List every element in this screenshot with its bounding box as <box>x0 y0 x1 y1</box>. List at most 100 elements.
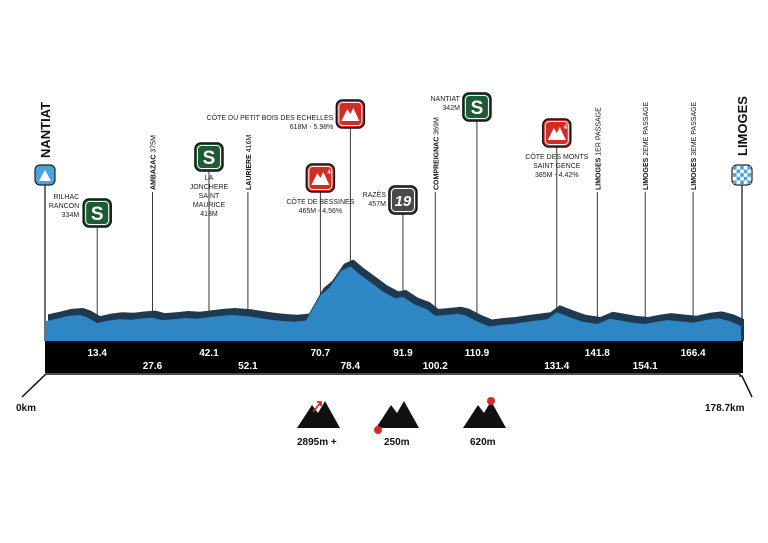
finish-km-label: 178.7km <box>705 403 745 414</box>
marker-text: MAURICE <box>193 202 226 209</box>
legend-min-altitude: 250m <box>374 401 419 448</box>
marker-text: SAINT GENCE <box>533 163 581 170</box>
checker-square <box>747 180 751 184</box>
km-label: 13.4 <box>87 348 107 359</box>
max-altitude-icon <box>463 401 506 428</box>
marker-text: RANCON <box>49 203 79 210</box>
marker-text: NANTIAT <box>430 96 460 103</box>
max-altitude-dot <box>487 397 495 405</box>
climb-category: 4 <box>564 125 568 131</box>
min-altitude-value: 250m <box>384 437 410 448</box>
axis-bracket <box>21 373 753 398</box>
mountain-icon <box>311 172 330 185</box>
marker-vertical: LIMOGES1ER PASSAGE <box>595 107 602 190</box>
checker-square <box>743 176 748 181</box>
place-label: LIMOGES3EME PASSAGE <box>691 101 698 190</box>
checker-square <box>740 166 744 170</box>
climb-category: 4 <box>327 170 331 176</box>
marker-text: CÔTE DES MONTS <box>525 152 588 161</box>
marker-text: 618M - 5.98% <box>290 124 334 131</box>
place-label: LIMOGES1ER PASSAGE <box>595 107 602 190</box>
sprint-badge <box>462 92 492 122</box>
sprint-s-icon: S <box>471 98 484 119</box>
marker-text: LA <box>205 175 214 182</box>
km-label: 166.4 <box>681 348 706 359</box>
place-label: COMPREIGNAC 369M <box>433 117 440 190</box>
badge-inner-ring <box>390 188 415 212</box>
distance-labels: 13.427.642.152.170.778.491.9100.2110.913… <box>87 348 706 372</box>
marker-text: 465M - 4.56% <box>299 208 343 215</box>
marker-text: 342M <box>442 105 460 112</box>
start-marker: NANTIAT <box>34 102 56 186</box>
badge-inner-ring <box>464 95 489 119</box>
mountain-icon <box>547 127 566 140</box>
checker-square <box>733 166 737 170</box>
start-name: NANTIAT <box>38 102 53 158</box>
route-markers: SRILHACRANCON334MAMBAZAC375MSLAJONCHERES… <box>49 92 698 228</box>
place-detail: 2EME PASSAGE <box>643 101 650 155</box>
place-name: LIMOGES <box>643 157 650 190</box>
marker-text: 334M <box>62 212 80 219</box>
marker-lines <box>44 121 743 341</box>
place-name: LIMOGES <box>691 157 698 190</box>
legend-max-altitude: 620m <box>463 397 506 448</box>
km-label: 141.8 <box>585 348 610 359</box>
start-km-label: 0km <box>16 403 36 414</box>
km-label: 154.1 <box>633 361 658 372</box>
km-label: 100.2 <box>423 361 448 372</box>
marker-text: SAINT <box>199 193 220 200</box>
badge-inner-ring <box>196 145 221 169</box>
place-name: LIMOGES <box>595 157 602 190</box>
checker-square <box>740 180 744 184</box>
distance-bar <box>45 341 743 373</box>
marker-vertical: LIMOGES3EME PASSAGE <box>691 101 698 190</box>
checker-square <box>747 166 751 170</box>
place-name: LAURIERE <box>246 154 253 190</box>
marker-vertical: LIMOGES 2EME PASSAGE <box>643 101 650 190</box>
place-detail: 369M <box>433 117 440 135</box>
place-detail: 375M <box>150 135 157 153</box>
place-name: COMPREIGNAC <box>433 137 440 190</box>
checkered-flag-icon <box>733 166 751 184</box>
badge-inner-ring <box>85 201 110 225</box>
finish-name: LIMOGES <box>735 96 750 156</box>
max-altitude-value: 620m <box>470 437 496 448</box>
checker-square <box>736 176 741 181</box>
legend-elevation-gain: 2895m + <box>297 401 340 448</box>
feed-zone-number: 19 <box>395 193 412 210</box>
elevation-gain-icon <box>297 401 340 428</box>
km-label: 52.1 <box>238 361 258 372</box>
checker-square <box>736 169 741 174</box>
km-label: 70.7 <box>311 348 331 359</box>
place-label: AMBAZAC375M <box>150 135 157 190</box>
sprint-badge <box>82 198 112 228</box>
km-label: 110.9 <box>465 348 490 359</box>
marker-vertical: COMPREIGNAC 369M <box>433 117 440 190</box>
checker-square <box>740 173 744 177</box>
checker-square <box>733 173 737 177</box>
place-label: LAURIERE416M <box>246 135 253 190</box>
min-altitude-icon <box>376 401 419 428</box>
min-altitude-dot <box>374 426 382 434</box>
elevation-gain-arrow <box>312 401 322 413</box>
feed-zone-badge <box>388 185 418 215</box>
badge-inner-ring <box>338 102 363 126</box>
place-detail: 1ER PASSAGE <box>595 107 602 156</box>
profile-elevation-area <box>45 266 741 341</box>
finish-marker: LIMOGES <box>731 96 753 186</box>
marker-text: 457M <box>368 201 386 208</box>
checker-square <box>733 180 737 184</box>
sprint-s-icon: S <box>203 148 216 169</box>
km-label: 91.9 <box>393 348 413 359</box>
marker-text: CÔTE DU PETIT BOIS DES ECHELLES <box>207 113 334 122</box>
marker-text: 385M - 4.42% <box>535 172 579 179</box>
elevation-gain-value: 2895m + <box>297 437 337 448</box>
start-mountain-icon <box>39 170 51 181</box>
marker-vertical: LAURIERE416M <box>246 135 253 190</box>
km-label: 131.4 <box>544 361 569 372</box>
badge-inner-ring <box>308 166 333 190</box>
